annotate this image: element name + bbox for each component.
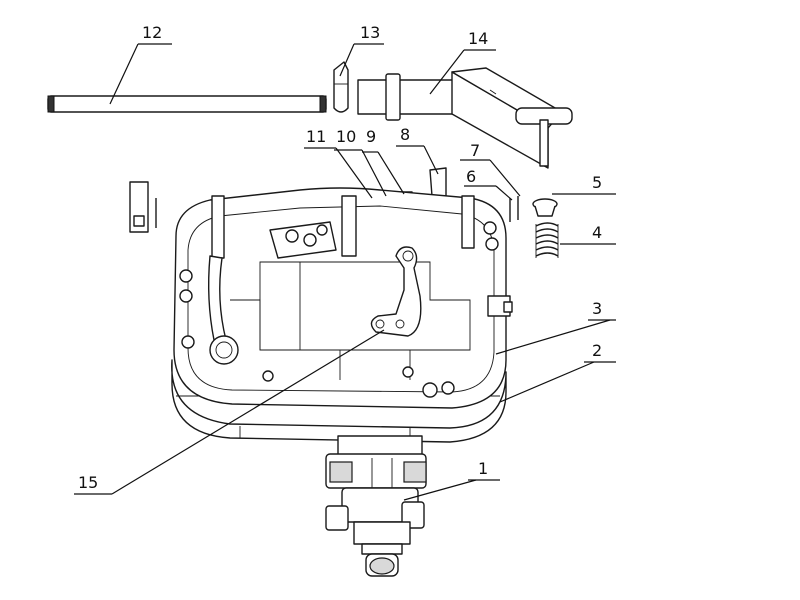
callout-1: 1: [478, 459, 488, 478]
callout-5: 5: [592, 173, 602, 192]
callout-8: 8: [400, 125, 410, 144]
callout-4: 4: [592, 223, 602, 242]
callout-10: 10: [336, 127, 356, 146]
callout-3: 3: [592, 299, 602, 318]
latch-piece: [129, 181, 157, 233]
callout-7: 7: [470, 141, 480, 160]
part-5-cap: [532, 198, 558, 217]
part-12-rod: [47, 95, 327, 113]
callout-15: 15: [78, 473, 98, 492]
part-8-clip: [429, 167, 447, 197]
part-14-bracket: [357, 67, 573, 169]
part-4-spring: [535, 222, 559, 258]
leader-lines: [74, 43, 616, 501]
part-3-housing: [173, 187, 513, 409]
part-15-lever: [370, 246, 422, 337]
callout-13: 13: [360, 23, 380, 42]
part-13-pin: [333, 61, 349, 113]
callout-11: 11: [306, 127, 326, 146]
part-6-7-pins: [509, 196, 519, 222]
callout-2: 2: [592, 341, 602, 360]
callout-6: 6: [466, 167, 476, 186]
callout-14: 14: [468, 29, 488, 48]
callout-9: 9: [366, 127, 376, 146]
callout-12: 12: [142, 23, 162, 42]
callout-labels: 12 13 14 11 10 9 8 7 6 5 4 3 2 1 15: [78, 23, 602, 492]
part-1-valve-assembly: [325, 435, 427, 577]
